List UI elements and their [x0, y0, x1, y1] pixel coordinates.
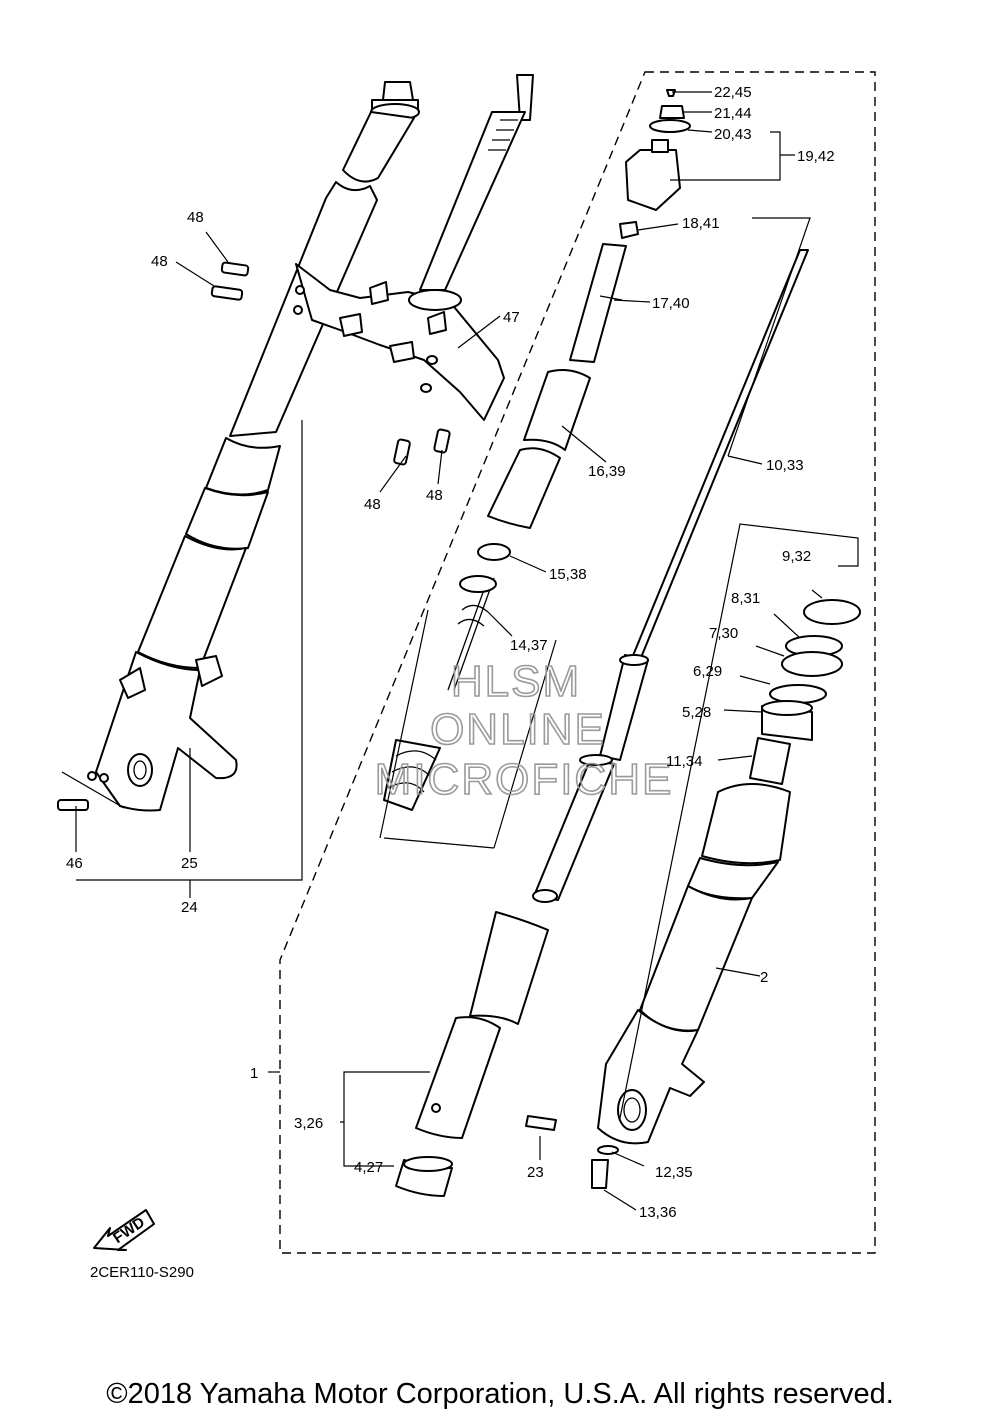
- watermark: HLSM ONLINE MICROFICHE: [374, 656, 674, 805]
- callout-14-37: 14,37: [510, 637, 548, 654]
- callout-5-28: 5,28: [682, 704, 711, 721]
- callout-24: 24: [181, 899, 198, 916]
- callout-48-a: 48: [187, 209, 204, 226]
- callout-8-31: 8,31: [731, 590, 760, 607]
- callout-10-33: 10,33: [766, 457, 804, 474]
- callout-23: 23: [527, 1164, 544, 1181]
- callout-13-36: 13,36: [639, 1204, 677, 1221]
- callout-46: 46: [66, 855, 83, 872]
- callout-21-44: 21,44: [714, 105, 752, 122]
- callout-18-41: 18,41: [682, 215, 720, 232]
- callout-20-43: 20,43: [714, 126, 752, 143]
- leader-lines: [75, 91, 859, 1211]
- callout-22-45: 22,45: [714, 84, 752, 101]
- watermark-line-3: MICROFICHE: [375, 755, 674, 804]
- callout-12-35: 12,35: [655, 1164, 693, 1181]
- callout-2: 2: [760, 969, 768, 986]
- callout-48-c: 48: [364, 496, 381, 513]
- watermark-line-2: ONLINE: [430, 705, 606, 754]
- callout-15-38: 15,38: [549, 566, 587, 583]
- callout-9-32: 9,32: [782, 548, 811, 565]
- callout-25: 25: [181, 855, 198, 872]
- left-fork-assembly: [61, 81, 420, 812]
- callout-48-d: 48: [426, 487, 443, 504]
- right-outer-tube-parts: [525, 599, 861, 1189]
- callout-labels: 22,45 21,44 20,43 19,42 18,41 17,40 47 1…: [66, 84, 835, 1221]
- callout-16-39: 16,39: [588, 463, 626, 480]
- callout-47: 47: [503, 309, 520, 326]
- diagram-code: 2CER110-S290: [90, 1264, 194, 1281]
- copyright-notice: ©2018 Yamaha Motor Corporation, U.S.A. A…: [106, 1378, 894, 1410]
- callout-6-29: 6,29: [693, 663, 722, 680]
- under-bracket-and-stem: [293, 74, 534, 421]
- callout-19-42: 19,42: [797, 148, 835, 165]
- forward-arrow-icon: FWD: [93, 1209, 155, 1251]
- callout-7-30: 7,30: [709, 625, 738, 642]
- callout-4-27: 4,27: [354, 1159, 383, 1176]
- watermark-line-1: HLSM: [451, 657, 581, 706]
- callout-11-34: 11,34: [666, 753, 702, 770]
- callout-17-40: 17,40: [652, 295, 690, 312]
- callout-1: 1: [250, 1065, 258, 1082]
- callout-3-26: 3,26: [294, 1115, 323, 1132]
- bolt-group-48: [57, 261, 451, 811]
- callout-48-b: 48: [151, 253, 168, 270]
